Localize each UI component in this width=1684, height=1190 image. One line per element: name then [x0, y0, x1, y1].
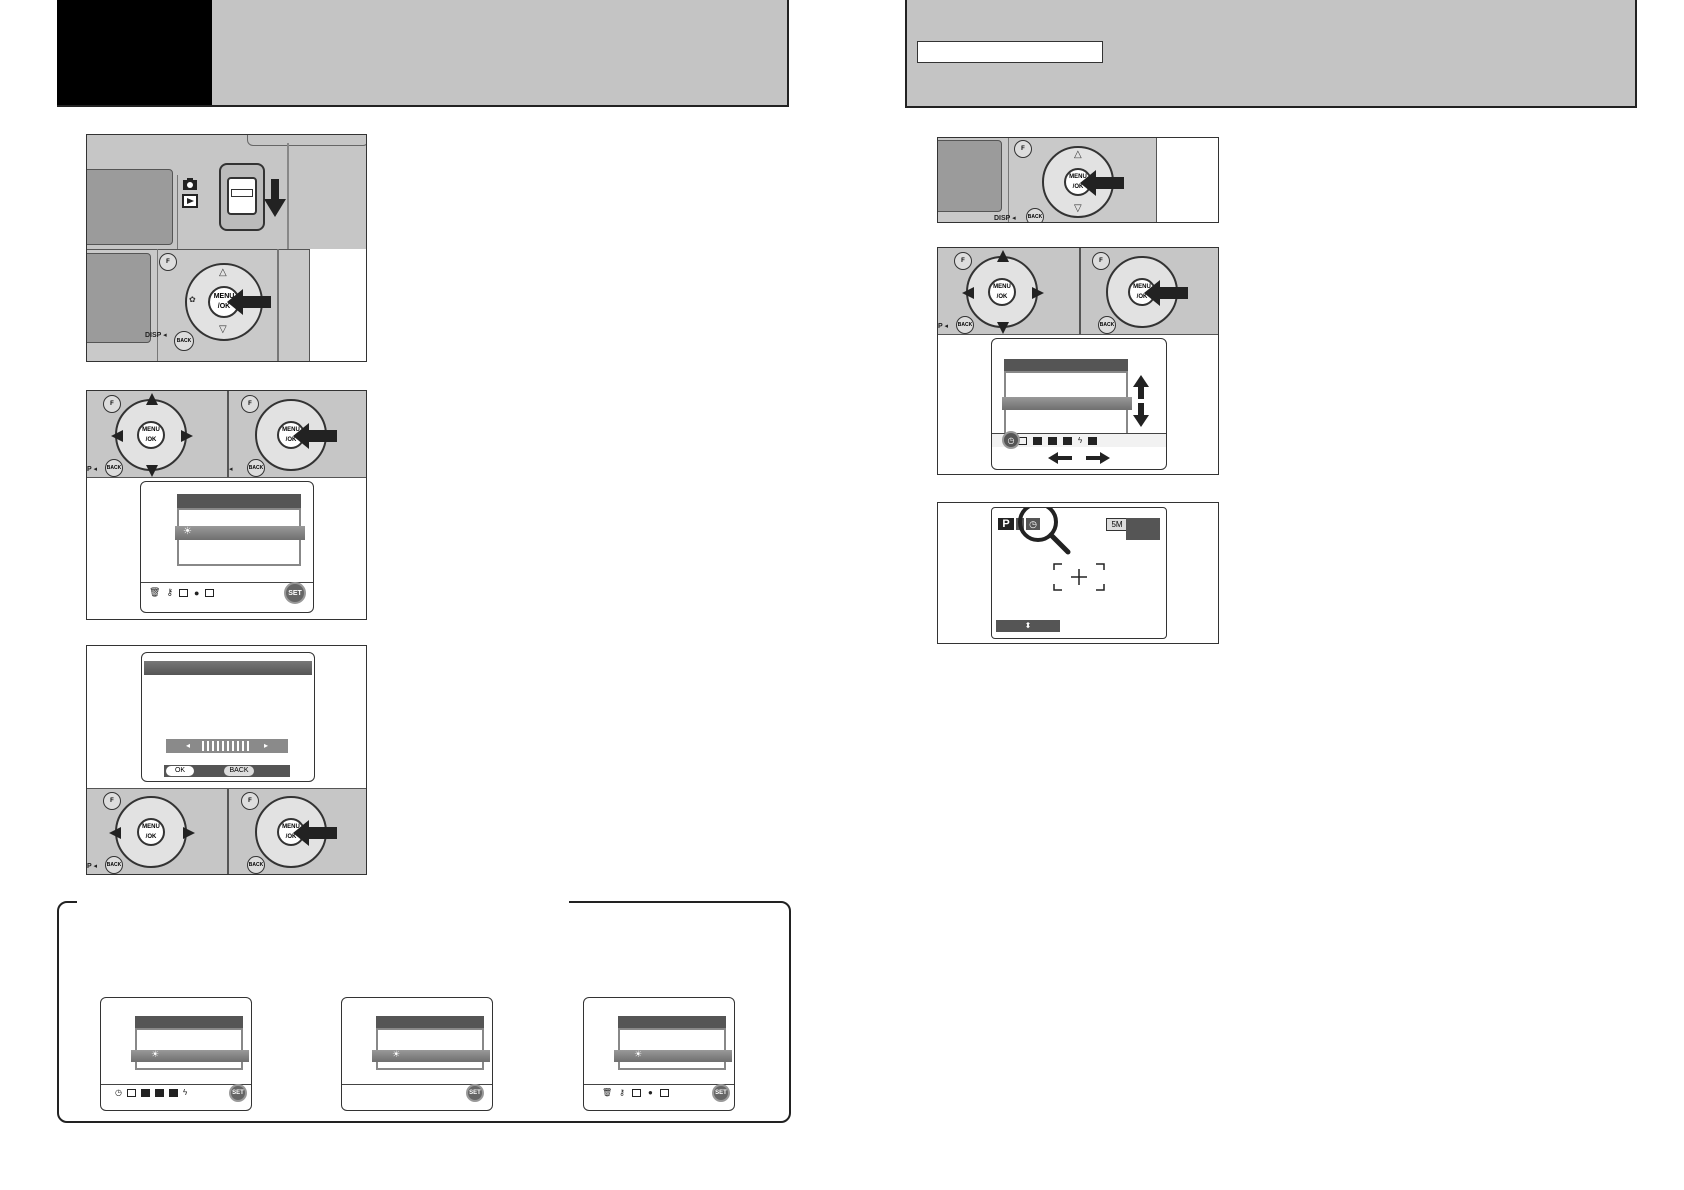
macro-icon: ✿	[189, 295, 196, 304]
right-step1-illustration: F MENU /OK △▽ DISP ◂ BACK	[937, 137, 1219, 223]
camera-icon	[182, 178, 198, 208]
dpad-navigate[interactable]: MENU /OK	[966, 256, 1038, 328]
focus-frame-icon	[1053, 563, 1105, 591]
ok-button[interactable]: OK	[166, 766, 194, 776]
trash-icon: 🗑	[149, 587, 161, 597]
right-step3-illustration: P ◷ 5M ⬍	[937, 502, 1219, 644]
press-arrow-icon	[1144, 280, 1188, 306]
flash-icon: ϟ	[182, 1088, 188, 1097]
voice-icon: ●	[194, 587, 200, 598]
brightness-dialog: ◂ ▸ OK BACK	[141, 652, 315, 782]
playback-menu-screen: ☀ 🗑 ⚷ ● SET	[140, 481, 314, 613]
tip-box: ☀ ◷ ϟ SET ☀ SET ☀ 🗑⚷● SET	[57, 900, 791, 1123]
mode-indicator: P	[998, 518, 1014, 530]
step3-illustration: ◂ ▸ OK BACK F MENU /OK P ◂ BACK F MENU /…	[86, 645, 367, 875]
press-arrow-icon	[293, 423, 337, 449]
left-right-arrows-icon	[1048, 452, 1110, 464]
back-button[interactable]: BACK	[174, 331, 194, 351]
brightness-slider[interactable]: ◂ ▸	[166, 739, 288, 753]
left-page-header	[57, 0, 789, 107]
header-label-box	[917, 41, 1103, 63]
press-arrow-icon	[1080, 170, 1124, 196]
left-right-arrows-icon	[109, 827, 195, 839]
chapter-tab	[57, 0, 212, 105]
set-icon[interactable]: SET	[712, 1084, 730, 1102]
arrow-down-icon	[264, 179, 286, 217]
image-size-badge: 5M	[1106, 518, 1128, 531]
up-down-indicator: ⬍	[996, 620, 1060, 632]
set-icon[interactable]: SET	[466, 1084, 484, 1102]
right-page-header	[905, 0, 1637, 108]
mode-switch[interactable]	[219, 163, 265, 231]
step1-illustration: F MENU /OK △▽ ✿ DISP ◂ BACK	[86, 134, 367, 362]
set-icon[interactable]: SET	[229, 1084, 247, 1102]
playback-menu-thumb: ☀ 🗑⚷● SET	[583, 997, 735, 1111]
press-arrow-icon	[227, 289, 271, 315]
f-button[interactable]: F	[159, 253, 177, 271]
self-timer-icon: ◷	[115, 1088, 122, 1097]
dpad-adjust[interactable]: MENU /OK	[115, 796, 187, 868]
up-down-arrows-icon	[1133, 375, 1149, 427]
self-timer-icon[interactable]: ◷	[1002, 431, 1020, 449]
set-icon[interactable]: SET	[284, 582, 306, 604]
magnifier-icon	[1018, 508, 1071, 555]
step2-illustration: F MENU /OK P ◂ BACK F MENU /OK ◂ BACK ☀ …	[86, 390, 367, 620]
four-way-arrows-icon	[962, 250, 1044, 334]
shooting-screen: P ◷ 5M ⬍	[991, 507, 1167, 639]
back-option[interactable]: BACK	[224, 766, 254, 776]
trim-icon	[205, 588, 215, 597]
setup-menu-thumb: ☀ SET	[341, 997, 493, 1111]
press-arrow-icon	[293, 820, 337, 846]
four-way-arrows-icon	[111, 393, 193, 477]
lcd-monitor	[87, 169, 173, 245]
shooting-menu-thumb: ☀ ◷ ϟ SET	[100, 997, 252, 1111]
self-timer-indicator: ◷	[1026, 518, 1040, 530]
key-icon: ⚷	[166, 587, 174, 597]
right-step2-illustration: F MENU /OK P ◂ BACK F MENU /OK BACK ϟ ◷	[937, 247, 1219, 475]
shooting-menu-screen: ϟ ◷	[991, 338, 1167, 470]
copy-icon	[179, 588, 189, 597]
